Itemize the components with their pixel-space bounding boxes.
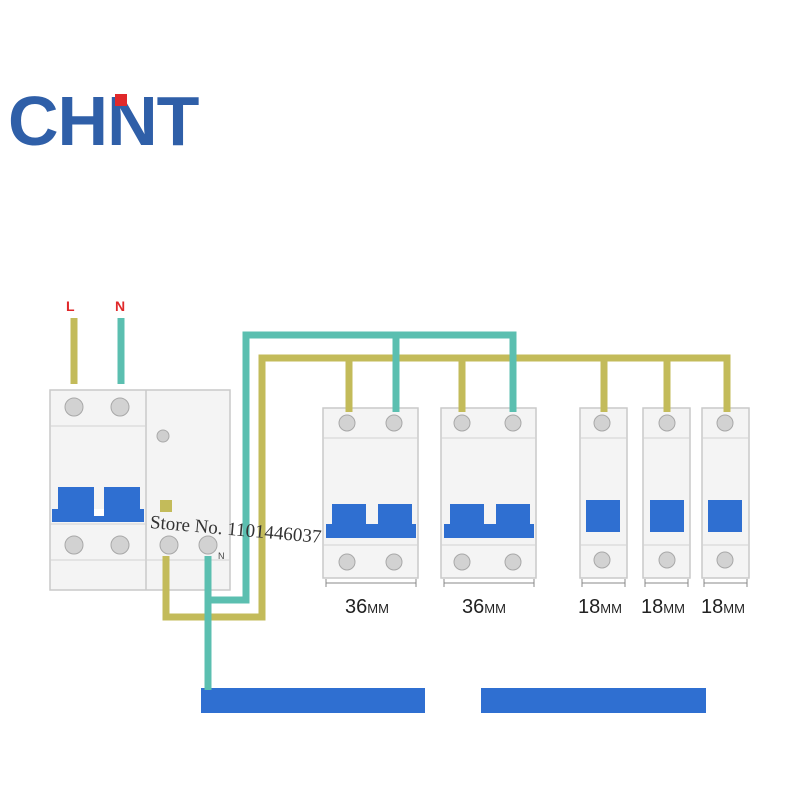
breaker-1p-1 xyxy=(579,407,628,579)
busbar-right xyxy=(481,688,706,713)
main-rcbo-breaker xyxy=(49,389,231,591)
main-breaker-neutral-marker: N xyxy=(218,551,225,561)
module-width-label-2: 36MM xyxy=(462,596,506,620)
breaker-1p-2 xyxy=(642,407,691,579)
brand-logo: CHNT xyxy=(8,86,240,156)
module-width-text: 36MM xyxy=(462,596,506,618)
neutral-wires xyxy=(117,318,517,690)
live-input-label: L xyxy=(66,298,75,314)
neutral-input-label: N xyxy=(115,298,126,314)
module-width-label-3: 18MM xyxy=(578,596,622,620)
logo-red-dot xyxy=(115,94,127,106)
breaker-1p-3 xyxy=(701,407,750,579)
busbar-left xyxy=(201,688,425,713)
module-width-text: 18MM xyxy=(578,596,622,618)
module-width-label-4: 18MM xyxy=(641,596,685,620)
module-width-text: 18MM xyxy=(701,596,745,618)
brand-name: CHNT xyxy=(8,82,199,160)
module-width-text: 36MM xyxy=(345,596,389,618)
live-wires xyxy=(70,318,731,621)
module-width-text: 18MM xyxy=(641,596,685,618)
breaker-2p-2 xyxy=(440,407,537,579)
module-width-label-5: 18MM xyxy=(701,596,745,620)
module-width-label-1: 36MM xyxy=(345,596,389,620)
dimension-ticks xyxy=(325,579,748,587)
breaker-2p-1 xyxy=(322,407,419,579)
